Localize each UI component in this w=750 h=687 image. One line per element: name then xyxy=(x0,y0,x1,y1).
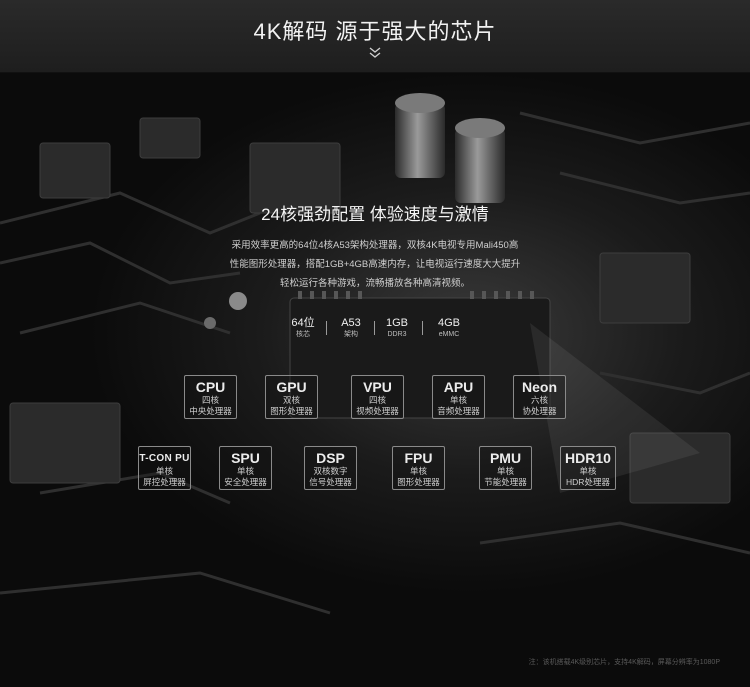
chip-apu: APU 单核 音频处理器 xyxy=(432,375,485,419)
spec-label: 核芯 xyxy=(296,331,310,338)
chip-cores: 双核数字 xyxy=(313,466,348,476)
chip-type: 视频处理器 xyxy=(356,406,399,416)
chip-name: SPU xyxy=(231,450,260,466)
chip-pmu: PMU 单核 节能处理器 xyxy=(479,446,532,490)
chip-hdr10: HDR10 单核 HDR处理器 xyxy=(560,446,616,490)
chip-name: VPU xyxy=(363,379,392,395)
chip-feature-banner: 24核强劲配置 体验速度与激情 采用效率更高的64位4核A53架构处理器，双核4… xyxy=(0,73,750,687)
chip-tcon-pu: T-CON PU 单核 屏控处理器 xyxy=(138,446,191,490)
chip-name: GPU xyxy=(276,379,307,395)
chip-type: 图形处理器 xyxy=(397,477,440,487)
chip-cores: 六核 xyxy=(530,395,548,405)
spec-ram: 1GB DDR3 xyxy=(374,316,420,340)
spec-divider xyxy=(326,321,327,335)
chip-cores: 双核 xyxy=(282,395,300,405)
description-line: 轻松运行各种游戏，流畅播放各种高清视频。 xyxy=(279,278,470,289)
chip-cores: 单核 xyxy=(496,466,514,476)
chip-type: 节能处理器 xyxy=(484,477,527,487)
spec-label: eMMC xyxy=(438,331,460,338)
chip-neon: Neon 六核 协处理器 xyxy=(513,375,566,419)
chip-cores: 四核 xyxy=(201,395,219,405)
chip-gpu: GPU 双核 图形处理器 xyxy=(265,375,318,419)
chip-name: DSP xyxy=(316,450,345,466)
chip-name: PMU xyxy=(489,450,522,466)
spec-architecture: A53 架构 xyxy=(328,316,374,340)
spec-label: DDR3 xyxy=(387,331,407,338)
chip-type: 协处理器 xyxy=(522,406,557,416)
chip-name: APU xyxy=(443,379,474,395)
spec-value: A53 xyxy=(341,317,361,329)
chip-cores: 单核 xyxy=(579,466,597,476)
chip-type: 音频处理器 xyxy=(437,406,480,416)
spec-label: 架构 xyxy=(344,331,358,338)
chip-name: FPU xyxy=(404,450,433,466)
chip-name: T-CON PU xyxy=(139,453,190,464)
feature-description: 采用效率更高的64位4核A53架构处理器，双核4K电视专用Mali450高 性能… xyxy=(215,236,535,293)
chip-fpu: FPU 单核 图形处理器 xyxy=(392,446,445,490)
chip-cores: 单核 xyxy=(236,466,254,476)
chip-name: Neon xyxy=(522,379,557,395)
spec-divider xyxy=(374,321,375,335)
chip-cores: 单核 xyxy=(155,466,173,476)
chip-spu: SPU 单核 安全处理器 xyxy=(219,446,272,490)
footnote: 注：该机搭载4K级别芯片，支持4K解码，屏幕分辨率为1080P xyxy=(528,659,720,666)
chip-name: HDR10 xyxy=(565,450,611,466)
chip-cpu: CPU 四核 中央处理器 xyxy=(184,375,237,419)
chip-type: 安全处理器 xyxy=(224,477,267,487)
description-line: 采用效率更高的64位4核A53架构处理器，双核4K电视专用Mali450高 xyxy=(231,240,519,251)
spec-value: 1GB xyxy=(385,317,408,329)
chip-name: CPU xyxy=(195,379,226,395)
circuit-board-background xyxy=(0,93,750,615)
chip-dsp: DSP 双核数字 信号处理器 xyxy=(304,446,357,490)
chip-cores: 单核 xyxy=(449,395,467,405)
chip-cores: 单核 xyxy=(409,466,427,476)
chip-type: 图形处理器 xyxy=(270,406,313,416)
chip-type: HDR处理器 xyxy=(566,477,610,487)
description-line: 性能图形处理器，搭配1GB+4GB高速内存，让电视运行速度大大提升 xyxy=(229,259,521,270)
chip-type: 屏控处理器 xyxy=(143,477,186,487)
chip-type: 信号处理器 xyxy=(309,477,352,487)
spec-storage: 4GB eMMC xyxy=(426,316,472,340)
section-title: 4K解码 源于强大的芯片 xyxy=(253,19,497,44)
chip-cores: 四核 xyxy=(368,395,386,405)
chip-vpu: VPU 四核 视频处理器 xyxy=(351,375,404,419)
double-chevron-down-icon xyxy=(369,47,381,58)
spec-value: 4GB xyxy=(437,317,460,329)
chip-type: 中央处理器 xyxy=(189,406,232,416)
spec-value: 64位 xyxy=(291,317,315,329)
section-header: 4K解码 源于强大的芯片 xyxy=(0,0,750,73)
feature-headline: 24核强劲配置 体验速度与激情 xyxy=(261,205,489,224)
spec-divider xyxy=(422,321,423,335)
spec-cores: 64位 核芯 xyxy=(280,316,326,340)
